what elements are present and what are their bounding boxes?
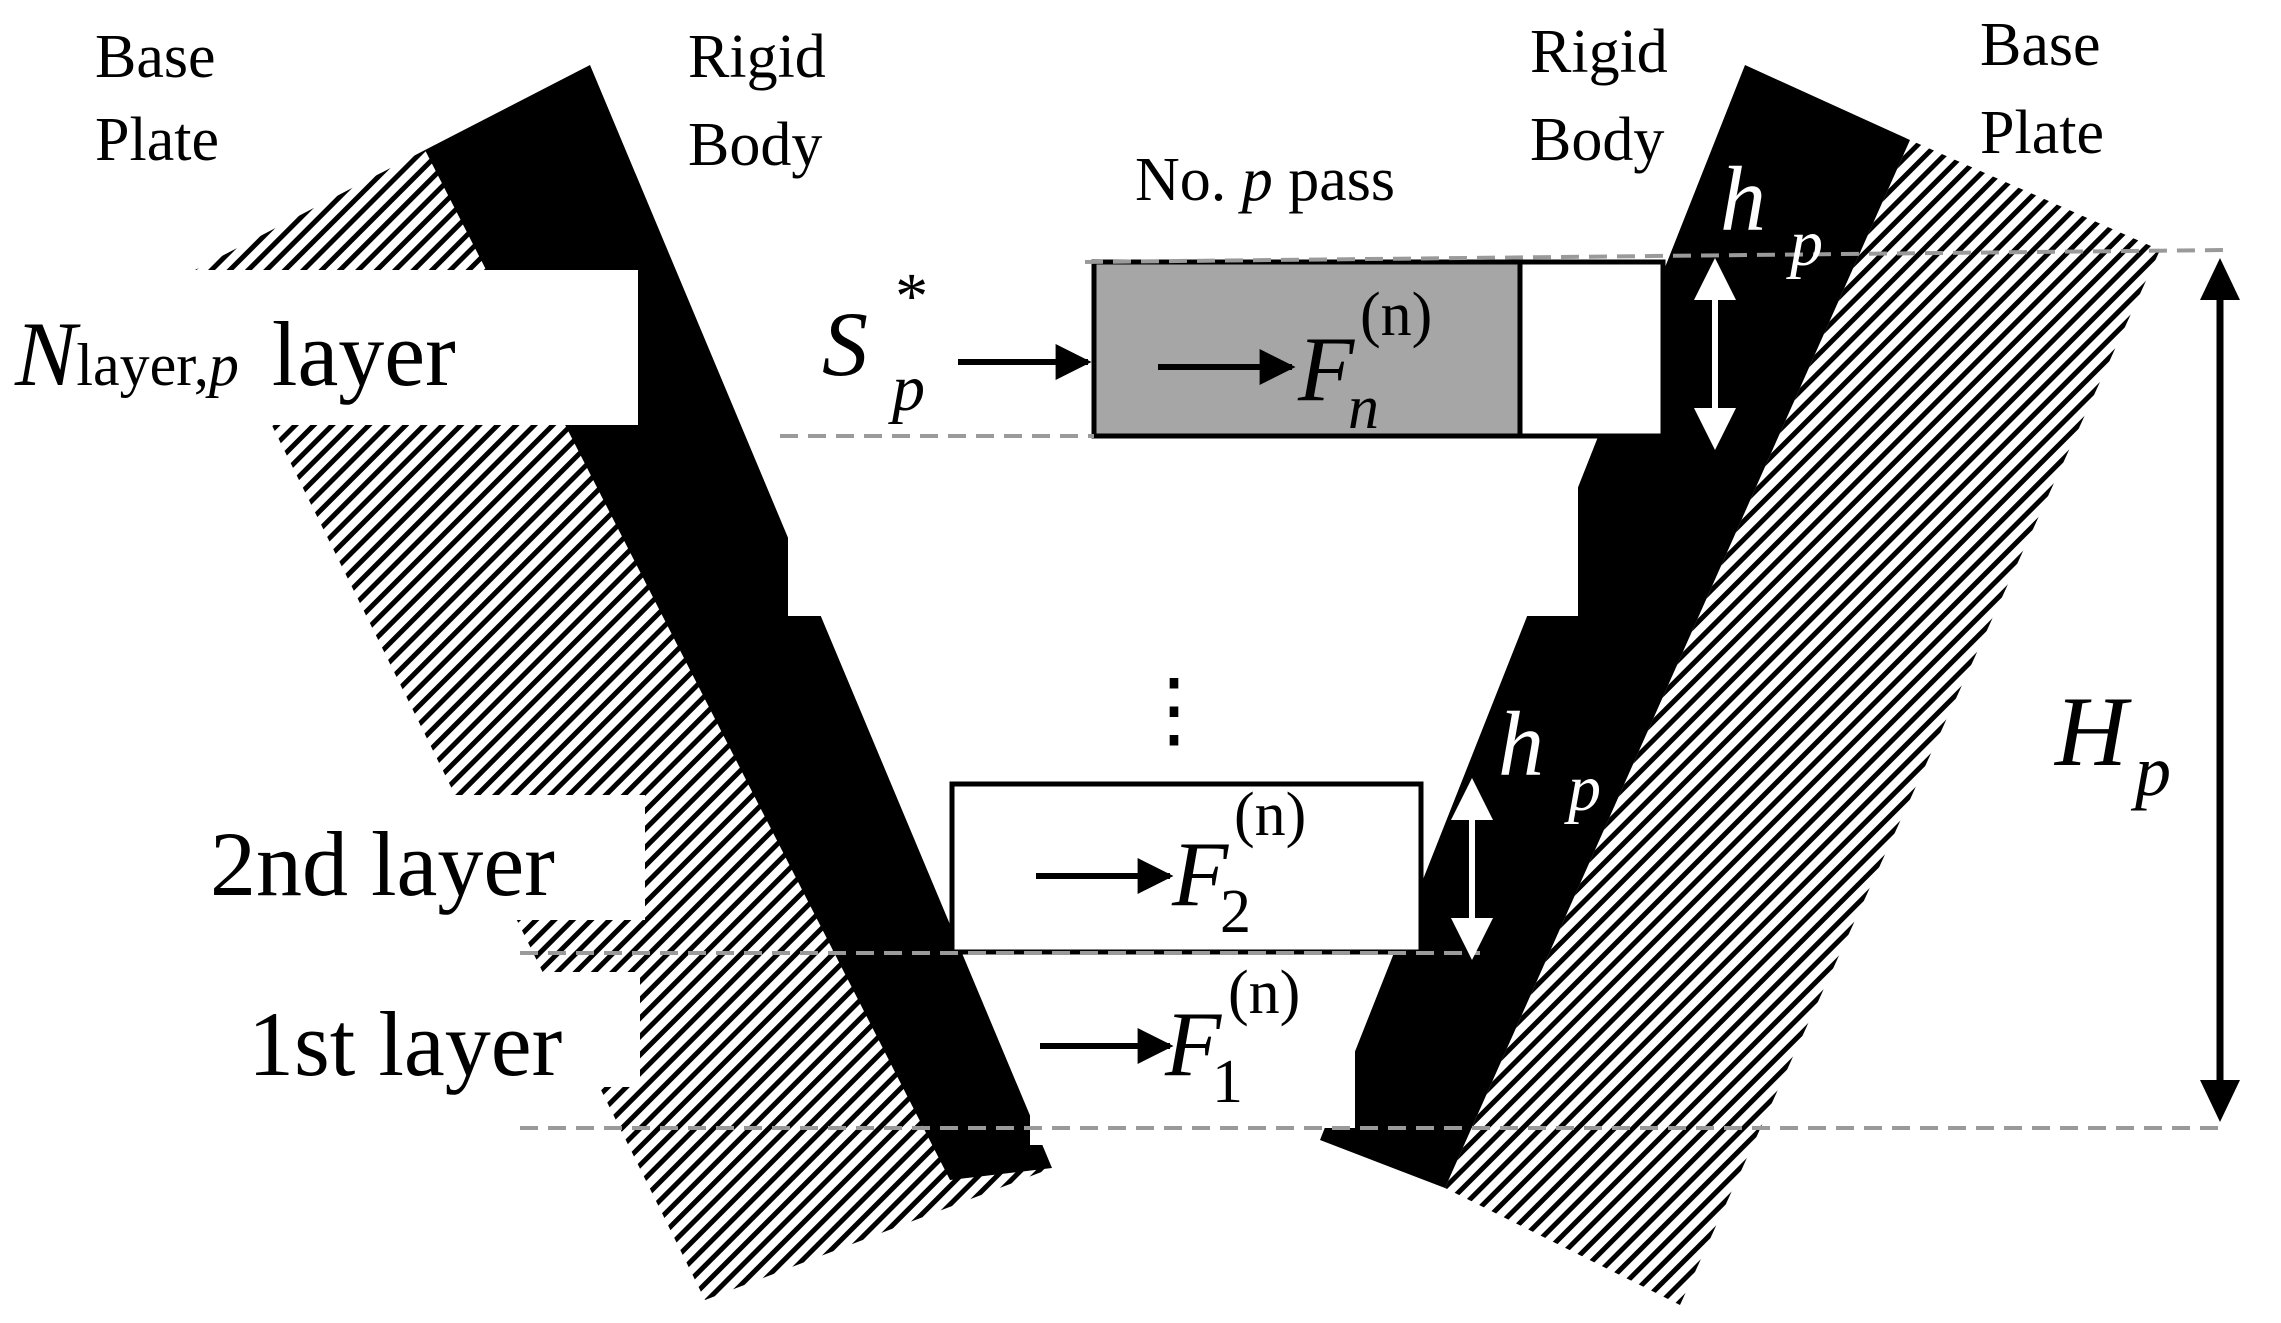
layer-n-label-box [0,270,638,425]
layer-block-inner [875,622,1496,780]
top-layer-white-block [1517,259,1666,439]
layer-2-label-box [200,795,645,920]
speed-sup: * [892,260,925,333]
layer-block-middle [788,444,1578,616]
layer-height-top-label: h [1720,148,1766,250]
layer-1-label-box [230,972,640,1087]
active-pass-block [1091,259,1523,439]
layer-block-2nd [949,781,1424,955]
force-1-sub: 1 [1212,1048,1243,1116]
rigid-body-right-shape [1320,65,1910,1188]
total-height-arrow-head-down [2200,1080,2240,1122]
force-1-sup: (n) [1228,959,1300,1027]
rigid-body-left-label: Rigid Body [688,23,841,179]
force-n-sup: (n) [1360,281,1432,349]
force-n-sub: n [1348,374,1379,442]
force-2-label: F [1171,823,1229,925]
layer-height-arrow-top-head-up [1694,258,1736,300]
force-2-sub: 2 [1220,878,1251,946]
continuation-dots: ⋮ [1132,664,1216,757]
speed-label: S [822,293,868,395]
layer-height-arrow-mid-head-up [1451,778,1493,820]
total-height-sub: p [2130,731,2171,811]
pass-label: No. p pass [1135,146,1395,214]
force-2-sup: (n) [1234,781,1306,849]
base-plate-right-shape [1445,140,2160,1305]
base-plate-left-shape [195,150,1052,1300]
force-n-label: F [1297,318,1355,420]
layer-n-label: Nlayer,p layer [14,303,456,405]
rigid-body-right-label: Rigid Body [1530,18,1683,174]
base-plate-right-label: Base Plate [1980,11,2116,167]
layer-height-mid-sub: p [1564,752,1601,825]
force-1-label: F [1164,993,1222,1095]
layer-2-label: 2nd layer [210,813,555,915]
layer-height-arrow-mid-head-down [1451,918,1493,960]
base-plate-left-label: Base Plate [95,23,231,174]
guide-line-top [1084,248,2226,264]
speed-sub: p [888,352,925,425]
total-height-label: H [2053,676,2132,787]
layer-height-arrow-top-head-down [1694,408,1736,450]
layer-height-mid-label: h [1498,693,1544,795]
groove-bottom [1030,1130,1305,1145]
layer-1-label: 1st layer [248,993,562,1095]
layer-height-top-sub: p [1786,207,1823,280]
total-height-arrow-head-up [2200,258,2240,300]
